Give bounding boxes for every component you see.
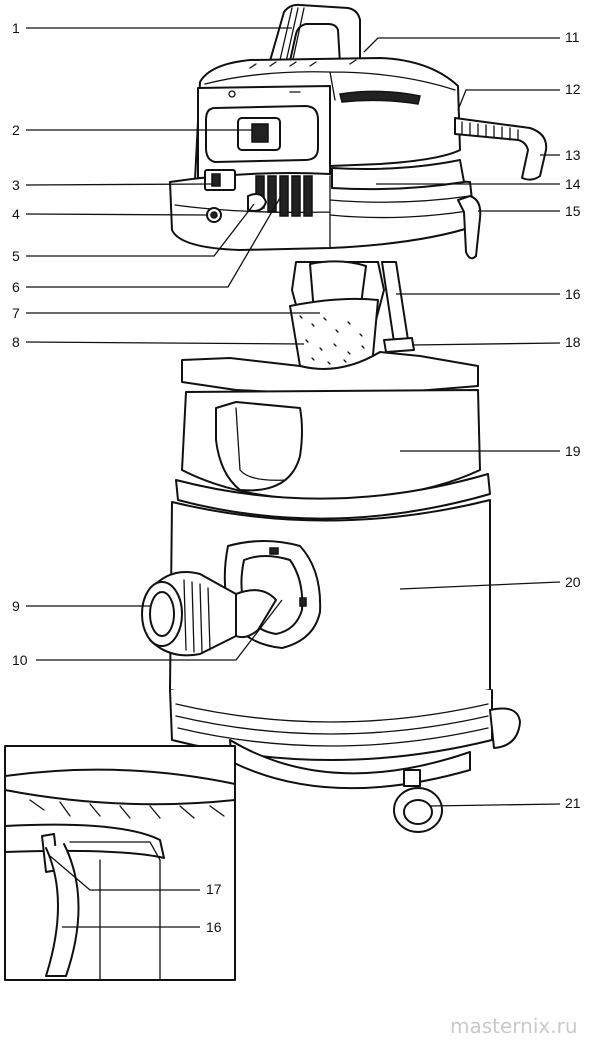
tank-body	[141, 499, 521, 833]
label-15: 15	[478, 203, 581, 219]
label-10-text: 10	[12, 652, 28, 668]
label-13: 13	[540, 147, 581, 163]
label-16: 16	[396, 286, 581, 302]
label-21-text: 21	[565, 795, 581, 811]
label-3-text: 3	[12, 177, 20, 193]
label-9: 9	[12, 598, 150, 614]
label-20-text: 20	[565, 574, 581, 590]
label-4: 4	[12, 206, 207, 222]
label-12: 12	[457, 81, 581, 111]
motor-head	[169, 3, 548, 260]
leader-4	[25, 213, 207, 216]
label-19: 19	[400, 443, 581, 459]
label-20: 20	[399, 574, 581, 590]
label-17-inset: 17	[49, 855, 222, 897]
label-1-text: 1	[12, 20, 20, 36]
label-12-text: 12	[565, 81, 581, 97]
label-14: 14	[376, 176, 581, 192]
label-11-text: 11	[565, 29, 580, 45]
label-1: 1	[12, 20, 292, 36]
detail-inset	[4, 745, 236, 981]
label-2-text: 2	[12, 122, 20, 138]
leader-6	[26, 197, 281, 288]
leader-3	[25, 183, 213, 186]
label-10: 10	[12, 599, 283, 668]
label-14-text: 14	[565, 176, 581, 192]
label-19-text: 19	[565, 443, 581, 459]
leader-5	[26, 203, 255, 257]
leader-20	[399, 581, 561, 590]
leader-17-inset	[49, 855, 200, 891]
label-7-text: 7	[12, 305, 20, 321]
label-6-text: 6	[12, 279, 20, 295]
leader-21	[429, 803, 561, 807]
label-13-text: 13	[565, 147, 581, 163]
label-11: 11	[363, 29, 580, 53]
label-8: 8	[12, 334, 305, 350]
leader-12	[457, 89, 560, 111]
label-5-text: 5	[12, 248, 20, 264]
label-16-inset: 16	[62, 919, 222, 935]
label-3: 3	[12, 177, 213, 193]
leader-10	[36, 599, 283, 661]
leader-11	[363, 37, 560, 53]
filter-assembly	[289, 260, 415, 372]
label-8-text: 8	[12, 334, 20, 350]
label-7: 7	[12, 305, 320, 321]
label-4-text: 4	[12, 206, 20, 222]
label-6: 6	[12, 197, 281, 295]
label-5: 5	[12, 203, 255, 264]
label-18: 18	[411, 334, 581, 350]
leader-18	[411, 342, 561, 346]
label-9-text: 9	[12, 598, 20, 614]
label-17-inset-text: 17	[206, 881, 222, 897]
tank-upper	[175, 351, 491, 520]
label-18-text: 18	[565, 334, 581, 350]
leader-8	[25, 341, 305, 345]
label-21: 21	[429, 795, 581, 811]
label-15-text: 15	[565, 203, 581, 219]
label-16-inset-text: 16	[206, 919, 222, 935]
label-16-text: 16	[565, 286, 581, 302]
watermark-text: masternix.ru	[450, 1014, 578, 1038]
label-2: 2	[12, 122, 252, 138]
